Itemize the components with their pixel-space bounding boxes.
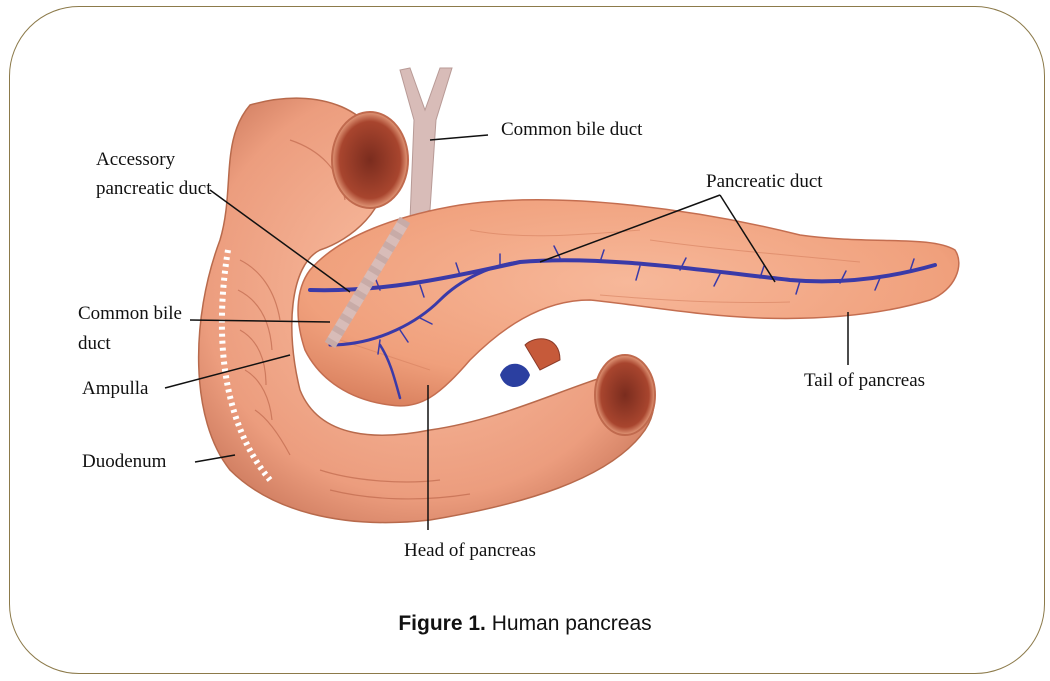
caption-number: Figure 1. xyxy=(398,612,486,635)
caption-text: Human pancreas xyxy=(492,612,652,635)
label-tail: Tail of pancreas xyxy=(804,369,925,393)
label-head: Head of pancreas xyxy=(404,539,536,563)
label-common-bile-duct-top: Common bile duct xyxy=(501,118,642,142)
label-ampulla: Ampulla xyxy=(82,377,149,401)
label-common-bile-left-line2: duct xyxy=(78,332,111,356)
label-common-bile-left-line1: Common bile xyxy=(78,302,182,326)
label-duodenum: Duodenum xyxy=(82,450,166,474)
label-pancreatic-duct: Pancreatic duct xyxy=(706,170,823,194)
figure-caption: Figure 1. Human pancreas xyxy=(0,612,1050,636)
label-accessory-line2: pancreatic duct xyxy=(96,177,212,201)
label-accessory-line1: Accessory xyxy=(96,148,175,172)
bile-duct-shape xyxy=(400,68,452,220)
